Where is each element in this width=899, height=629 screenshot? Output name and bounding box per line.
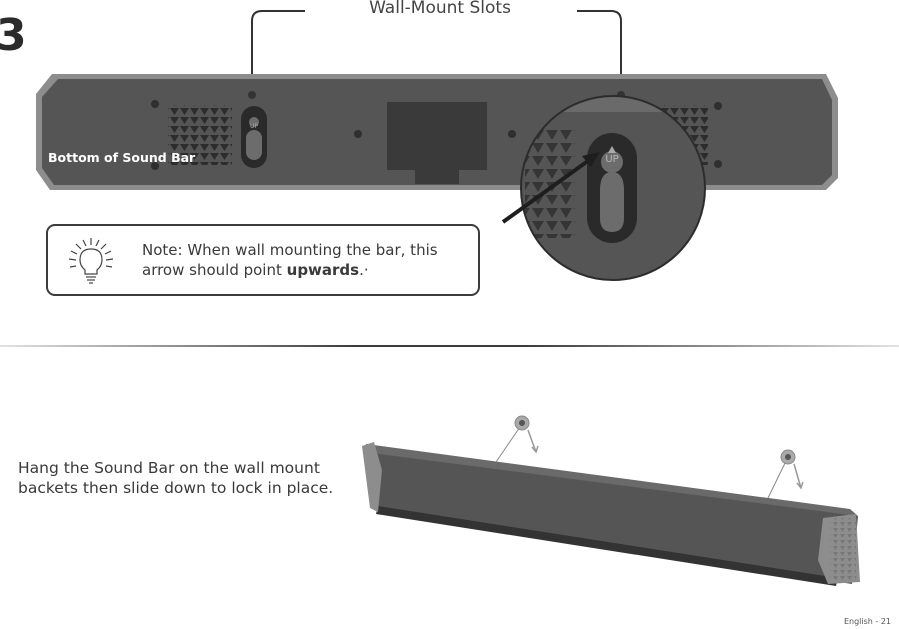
- note-text: Note: When wall mounting the bar, this a…: [142, 240, 472, 280]
- svg-text:UP: UP: [250, 123, 258, 130]
- note-text-bold: upwards: [286, 261, 360, 279]
- callout-title: Wall-Mount Slots: [369, 0, 511, 18]
- sound-bar-angled-view: [362, 415, 860, 586]
- callout-leader-lines: [251, 10, 622, 95]
- note-text-before: Note: When wall mounting the bar, this a…: [142, 241, 438, 279]
- page-footer-label: English - 21: [843, 617, 891, 626]
- section-divider: [0, 345, 899, 347]
- hang-instruction-text: Hang the Sound Bar on the wall mount bac…: [18, 459, 334, 497]
- note-box: Note: When wall mounting the bar, this a…: [46, 224, 480, 296]
- lightbulb-icon: [68, 238, 114, 284]
- step-number: 3: [0, 10, 27, 61]
- bottom-of-sound-bar-label: Bottom of Sound Bar: [48, 150, 196, 165]
- slot-up-marking: UP: [605, 154, 618, 165]
- direction-arrow: [501, 152, 600, 224]
- sound-bar-bottom-view: UP: [36, 74, 838, 190]
- note-text-after: .·: [359, 261, 369, 279]
